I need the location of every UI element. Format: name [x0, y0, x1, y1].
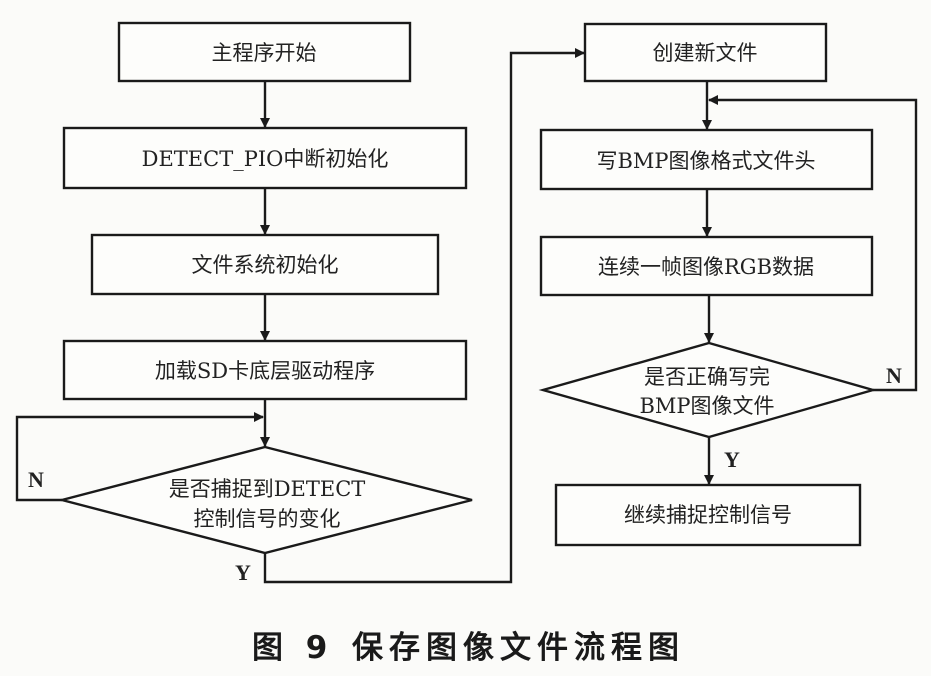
node-write-check-label-2: BMP图像文件 — [639, 394, 774, 418]
edge-detect-yes — [263, 48, 585, 584]
node-detect-check-label-1: 是否捕捉到DETECT — [169, 477, 366, 501]
edge-detect-yes-label: Y — [235, 560, 251, 585]
node-create-file-label: 创建新文件 — [653, 41, 758, 65]
node-fs-init-label: 文件系统初始化 — [192, 253, 339, 277]
node-sd-driver: 加载SD卡底层驱动程序 — [62, 339, 468, 401]
node-write-header-label: 写BMP图像格式文件头 — [596, 149, 815, 173]
node-start-label: 主程序开始 — [212, 41, 317, 65]
figure-number: 图 9 — [252, 630, 333, 666]
node-write-rgb: 连续一帧图像RGB数据 — [539, 235, 874, 297]
node-detect-check: 是否捕捉到DETECT 控制信号的变化 — [57, 445, 473, 555]
node-create-file: 创建新文件 — [583, 22, 828, 83]
edge-write-yes-label: Y — [724, 447, 740, 472]
edge-detect-no-label: N — [28, 467, 44, 492]
edge-write-no-loop — [708, 95, 918, 392]
node-detect-check-label-2: 控制信号的变化 — [194, 507, 341, 531]
node-continue-label: 继续捕捉控制信号 — [624, 503, 792, 527]
edge-detect-no-loop — [15, 412, 264, 502]
node-write-check-label-1: 是否正确写完 — [644, 365, 770, 389]
node-write-rgb-label: 连续一帧图像RGB数据 — [598, 255, 814, 279]
node-pio-init-label: DETECT_PIO中断初始化 — [142, 147, 389, 171]
node-write-check: 是否正确写完 BMP图像文件 — [538, 341, 878, 439]
node-write-header: 写BMP图像格式文件头 — [539, 128, 874, 191]
figure-title: 保存图像文件流程图 — [352, 630, 685, 666]
node-pio-init: DETECT_PIO中断初始化 — [62, 126, 468, 190]
node-sd-driver-label: 加载SD卡底层驱动程序 — [155, 359, 375, 383]
node-fs-init: 文件系统初始化 — [90, 233, 440, 296]
edge-write-no-label: N — [886, 363, 902, 388]
node-start: 主程序开始 — [117, 21, 412, 83]
node-continue: 继续捕捉控制信号 — [554, 483, 862, 547]
